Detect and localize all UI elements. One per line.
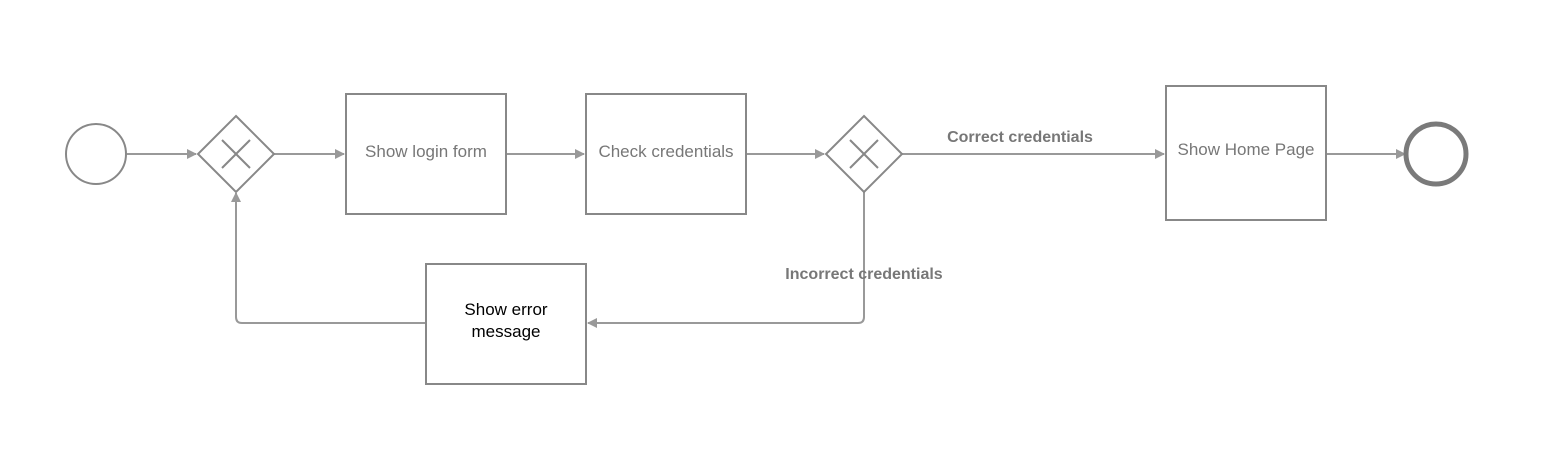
task-show-login-form-label: Show login form xyxy=(365,142,487,161)
start-event[interactable] xyxy=(65,123,127,185)
exclusive-gateway-merge[interactable] xyxy=(196,114,276,194)
task-show-home-page-label: Show Home Page xyxy=(1177,140,1314,159)
flow-incorrect-credentials[interactable] xyxy=(587,191,865,328)
task-show-error-message-label-line1: Show error xyxy=(464,300,547,319)
flow-label-correct-credentials: Correct credentials xyxy=(947,129,1093,146)
flow-error-to-gateway1[interactable] xyxy=(231,192,426,324)
end-event[interactable] xyxy=(1403,121,1469,187)
task-show-error-message-label-line2: message xyxy=(472,322,541,341)
task-check-credentials[interactable]: Check credentials xyxy=(585,93,747,215)
task-show-login-form[interactable]: Show login form xyxy=(345,93,507,215)
flow-label-incorrect-credentials: Incorrect credentials xyxy=(785,266,943,283)
x-gateway-icon xyxy=(849,139,879,169)
x-gateway-icon xyxy=(221,139,251,169)
task-check-credentials-label: Check credentials xyxy=(598,142,733,161)
exclusive-gateway-decision[interactable] xyxy=(824,114,904,194)
task-show-home-page[interactable]: Show Home Page xyxy=(1165,85,1327,221)
task-show-error-message[interactable]: Show error message xyxy=(425,263,587,385)
